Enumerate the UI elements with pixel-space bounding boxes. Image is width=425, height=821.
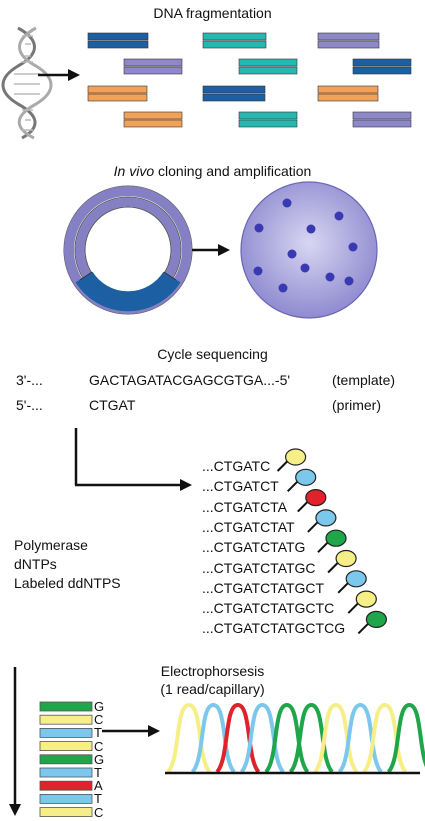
- gel-band: [40, 781, 92, 790]
- fragment: [88, 86, 147, 101]
- template-tag: (template): [332, 372, 395, 388]
- gel-band: [40, 702, 92, 711]
- product-sequence: ...CTGATCTATGCTC: [202, 600, 334, 616]
- gel-band: [40, 755, 92, 764]
- dye-stem: [298, 502, 308, 512]
- dye-stem: [288, 481, 298, 491]
- colony-icon: [241, 182, 377, 318]
- band-base-letter: C: [94, 805, 103, 821]
- arrow-icon: [192, 244, 230, 256]
- fragment: [318, 33, 379, 48]
- fragment: [318, 86, 378, 101]
- reagent-dntps: dNTPs: [14, 556, 57, 572]
- fragment: [88, 33, 148, 48]
- gel-band: [40, 794, 92, 803]
- gel-band: [40, 768, 92, 777]
- extension-arrow: [75, 428, 192, 491]
- product-sequence: ...CTGATCTATGCT: [202, 580, 324, 596]
- dye-label-green: [326, 530, 346, 546]
- dye-stem: [328, 563, 338, 573]
- dye-stem: [308, 522, 318, 532]
- dye-stem: [358, 623, 368, 633]
- cloning-title-italic: In vivo: [114, 163, 154, 179]
- electro-subtitle: (1 read/capillary): [0, 681, 425, 698]
- arrow-icon: [102, 725, 160, 737]
- dye-label-red: [306, 490, 326, 506]
- dye-label-yellow: [286, 449, 306, 465]
- fragment: [124, 112, 182, 127]
- dye-label-yellow: [356, 591, 376, 607]
- dye-stem: [278, 461, 288, 471]
- cycle-title: Cycle sequencing: [0, 346, 425, 363]
- fragment: [203, 86, 265, 101]
- dye-label-blue: [296, 469, 316, 485]
- dye-label-blue: [346, 571, 366, 587]
- product-sequence: ...CTGATCTATGC: [202, 560, 316, 576]
- gel-band: [40, 742, 92, 751]
- dna-helix-icon: [3, 28, 51, 138]
- dye-stem: [348, 603, 358, 613]
- dye-label-blue: [316, 510, 336, 526]
- electro-title: Electrophorsesis: [0, 663, 425, 680]
- product-sequence: ...CTGATCTAT: [202, 519, 295, 535]
- template-prefix: 3'-...: [16, 372, 43, 388]
- gel-band: [40, 715, 92, 724]
- template-sequence: GACTAGATACGAGCGTGA...-5': [89, 372, 290, 388]
- gel-bands: [40, 702, 92, 817]
- fragment: [353, 59, 411, 74]
- dna-fragments: [88, 33, 411, 127]
- product-sequence: ...CTGATCTATG: [202, 539, 305, 555]
- product-sequence: ...CTGATCT: [202, 478, 279, 494]
- primer-tag: (primer): [332, 397, 381, 413]
- dye-stem: [318, 542, 328, 552]
- primer-sequence: CTGAT: [89, 397, 135, 413]
- fragment: [239, 112, 297, 127]
- gel-band: [40, 728, 92, 737]
- plasmid-icon: [64, 186, 192, 314]
- product-sequence: ...CTGATCTA: [202, 499, 287, 515]
- product-sequence: ...CTGATCTATGCTCG: [202, 620, 345, 636]
- fragment: [239, 59, 297, 74]
- fragment: [353, 112, 411, 127]
- chromatogram: [168, 705, 425, 772]
- product-sequence: ...CTGATC: [202, 458, 270, 474]
- dye-label-green: [366, 611, 386, 627]
- gel-band: [40, 808, 92, 817]
- dye-label-yellow: [336, 551, 356, 567]
- reagent-ddntps: Labeled ddNTPS: [14, 575, 121, 591]
- reagent-polymerase: Polymerase: [14, 537, 88, 553]
- dye-stem: [338, 583, 348, 593]
- primer-prefix: 5'-...: [16, 397, 43, 413]
- fragment: [124, 59, 182, 74]
- fragment: [203, 33, 266, 48]
- cloning-title: In vivo cloning and amplification: [0, 163, 425, 180]
- cloning-title-rest: cloning and amplification: [154, 163, 311, 179]
